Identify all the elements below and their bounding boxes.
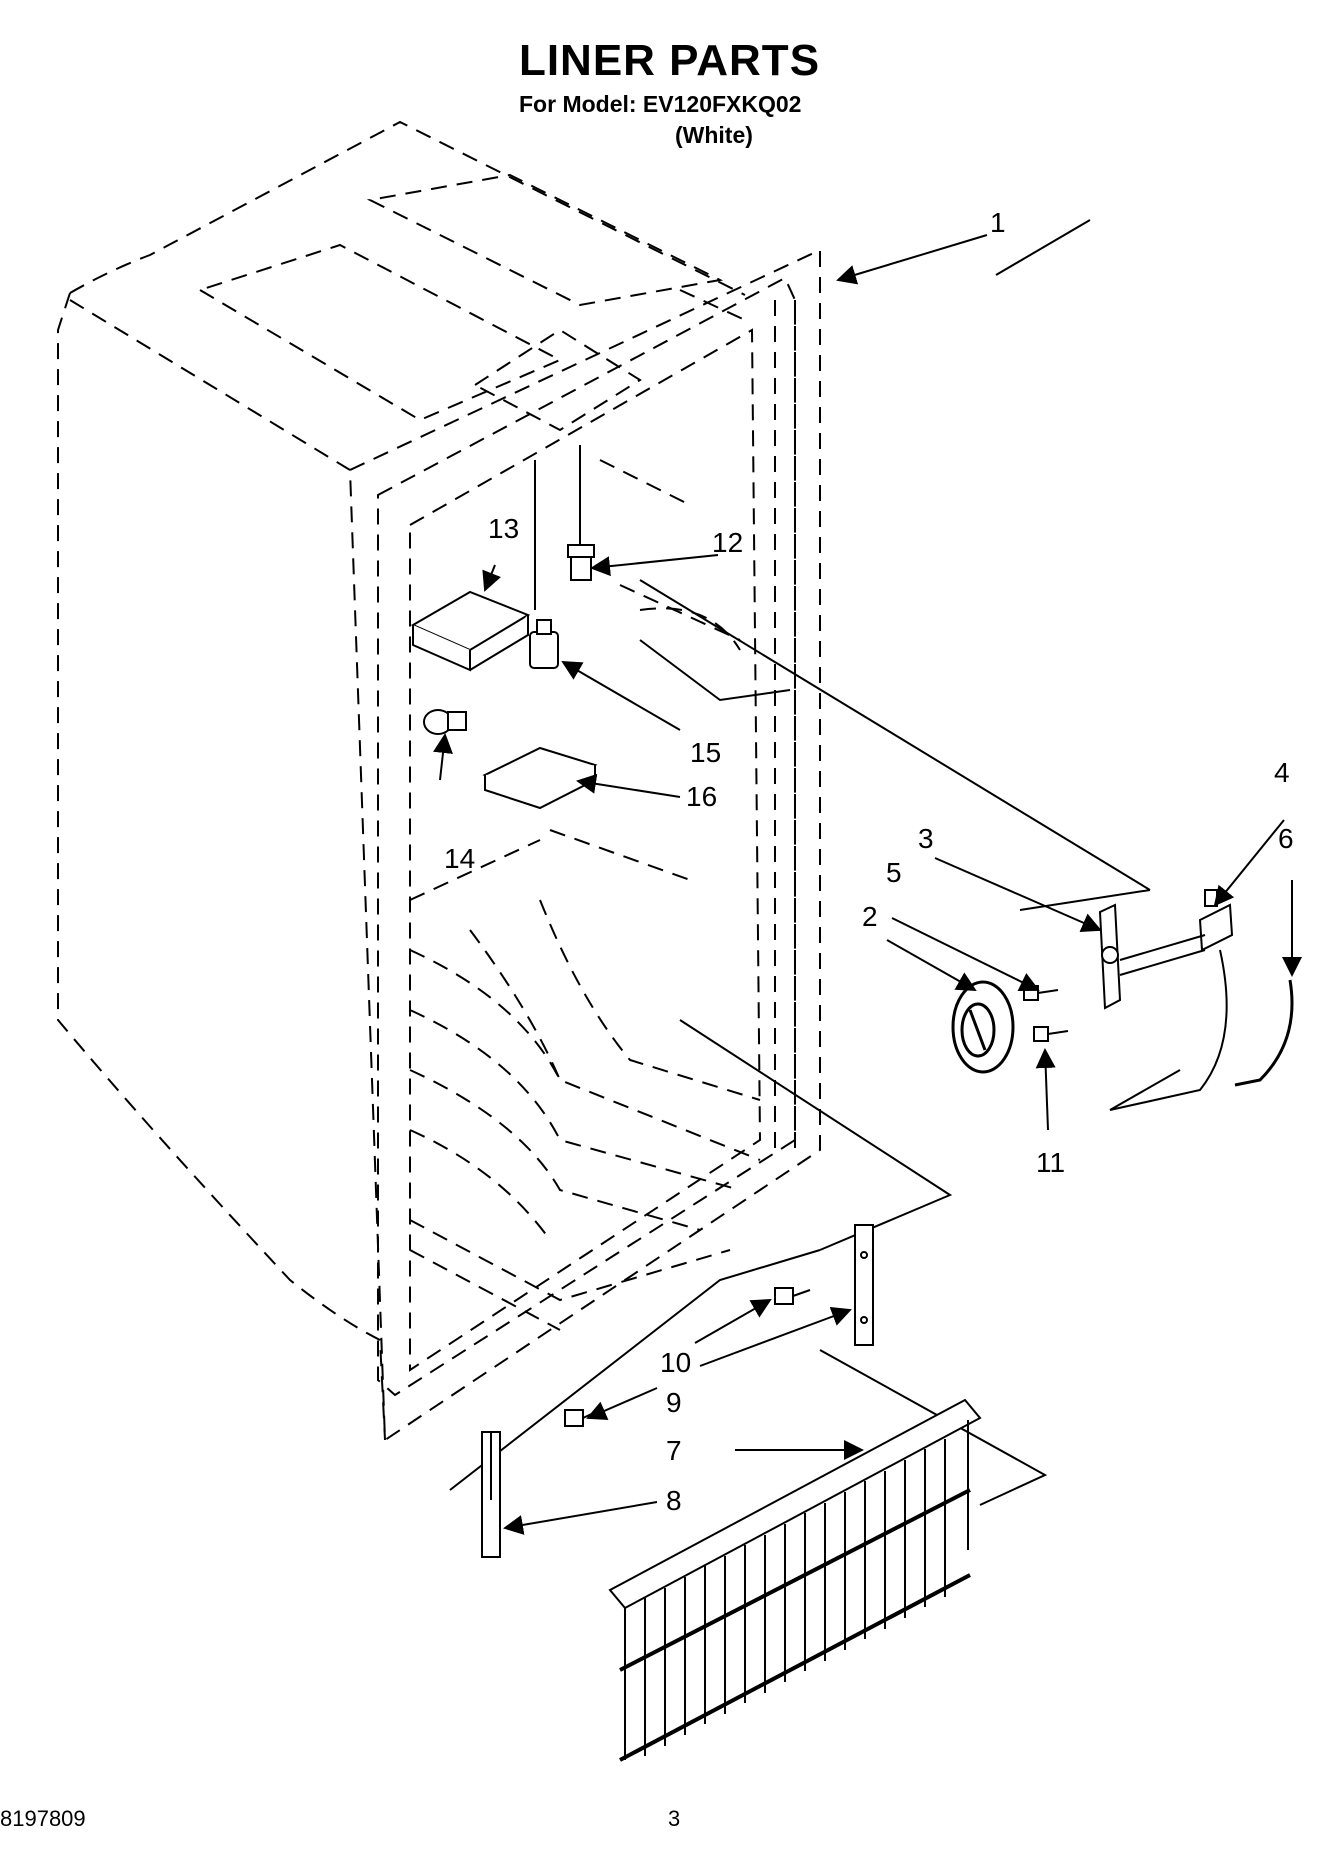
page-title: LINER PARTS (518, 36, 821, 85)
callout-arrows (433, 234, 1302, 1535)
screw-part-2 (1033, 1026, 1069, 1042)
callout-16: 16 (686, 781, 717, 812)
callout-10: 10 (660, 1347, 691, 1378)
callout-2: 2 (862, 901, 878, 932)
rail-screw-part (774, 1287, 811, 1305)
callout-12: 12 (712, 527, 743, 558)
rail-left-part (481, 1431, 501, 1558)
mounting-plate-part (1098, 903, 1122, 1010)
switch-part (567, 544, 595, 581)
screw-part (1023, 985, 1059, 1001)
bracket-part (482, 746, 598, 810)
thermostat-part (1109, 889, 1234, 1111)
control-knob-part (951, 980, 1015, 1074)
light-bulb-part (423, 709, 467, 735)
callout-14: 14 (444, 843, 475, 874)
model-color: (White) (675, 122, 753, 148)
callout-13: 13 (488, 513, 519, 544)
callout-5: 5 (886, 857, 902, 888)
capillary-tube-part (1234, 979, 1294, 1087)
callout-15: 15 (690, 737, 721, 768)
callout-labels: 1 2 3 4 5 6 7 8 9 10 11 12 13 14 15 16 (444, 207, 1294, 1516)
basket-part (608, 1398, 982, 1762)
callout-3: 3 (918, 823, 934, 854)
light-housing-part (410, 590, 531, 672)
model-number: For Model: EV120FXKQ02 (519, 91, 802, 117)
callout-1: 1 (990, 207, 1006, 238)
callout-4: 4 (1274, 757, 1290, 788)
callout-9: 9 (666, 1387, 682, 1418)
leader-lines (449, 219, 1151, 1506)
rail-right-part (854, 1224, 874, 1346)
callout-8: 8 (666, 1485, 682, 1516)
page-number: 3 (668, 1806, 681, 1831)
callout-7: 7 (666, 1435, 682, 1466)
rail-screw-left-part (564, 1409, 601, 1427)
document-number: 8197809 (0, 1806, 86, 1831)
callout-6: 6 (1278, 823, 1294, 854)
callout-11: 11 (1036, 1147, 1065, 1178)
light-socket-part (529, 619, 559, 669)
liner-outline (57, 120, 821, 1442)
